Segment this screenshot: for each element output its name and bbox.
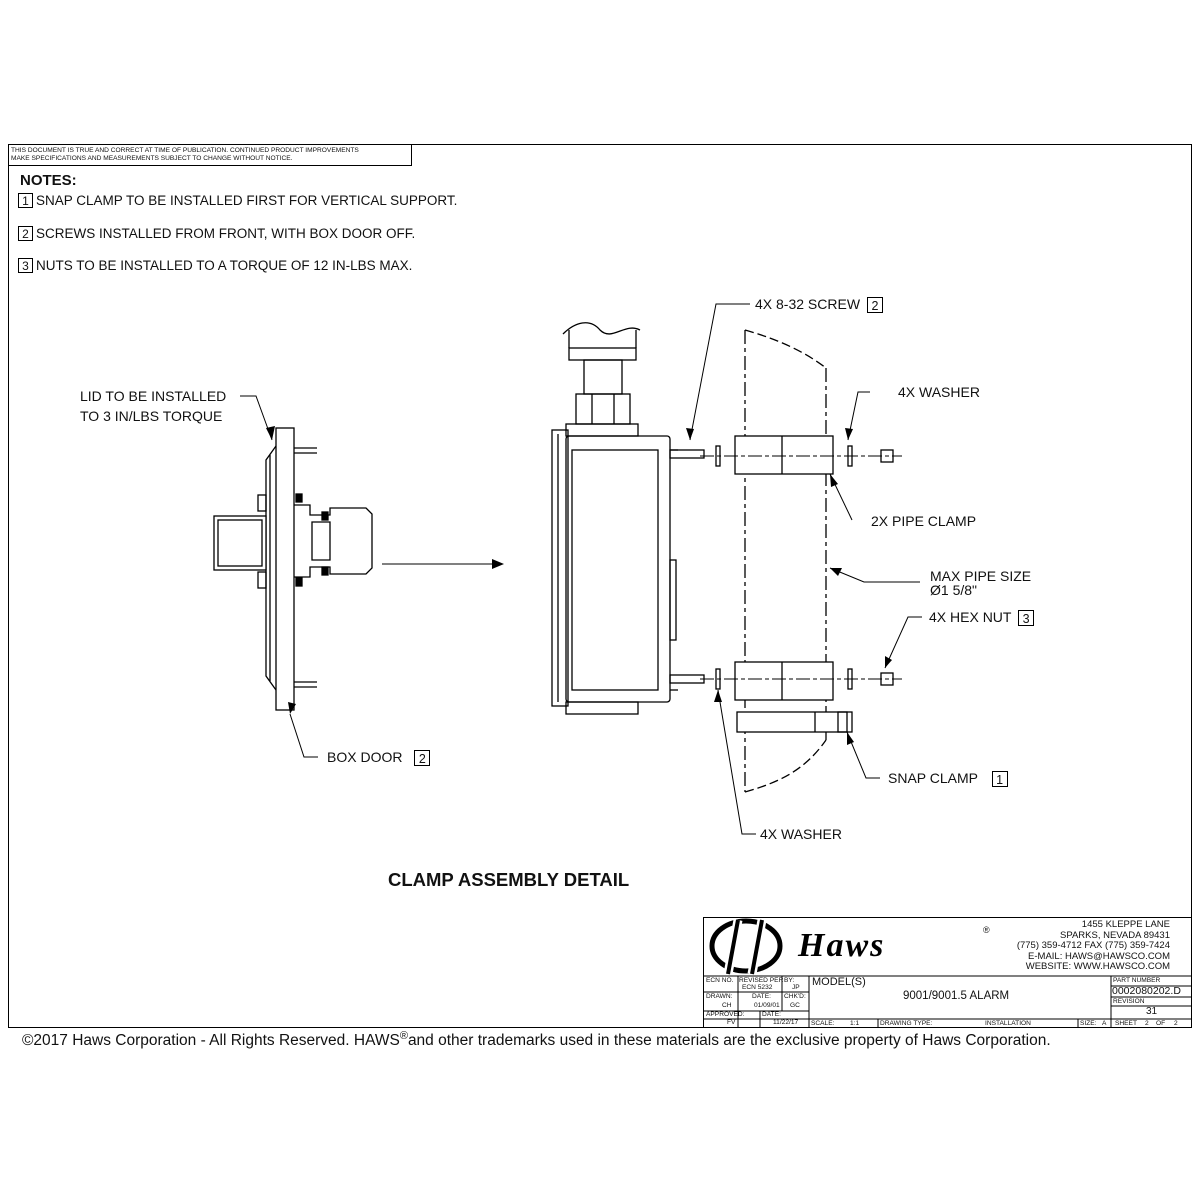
ecn-no-label: ECN NO. [706, 977, 734, 984]
sheet-label: SHEET [1115, 1020, 1137, 1027]
date-drawn-value: 01/09/01 [754, 1002, 780, 1009]
note-2: 2 SCREWS INSTALLED FROM FRONT, WITH BOX … [18, 226, 415, 241]
address-line: (775) 359-4712 FAX (775) 359-7424 [1016, 940, 1170, 952]
address-line: WEBSITE: WWW.HAWSCO.COM [1025, 961, 1170, 973]
drawing-sheet [8, 144, 1192, 1028]
box-door-ref: 2 [414, 750, 431, 767]
date2-label: DATE: [762, 1011, 781, 1018]
scale-value: 1:1 [850, 1020, 860, 1027]
approved-label: APPROVED: [706, 1011, 745, 1018]
hex-nut-label: 4X HEX NUT [929, 609, 1012, 625]
box-door-side-view [213, 427, 373, 711]
notes-title: NOTES: [20, 172, 77, 189]
note-number: 3 [18, 258, 33, 273]
snap-clamp-callout: SNAP CLAMP 1 [888, 770, 1008, 788]
size-value: A [1102, 1020, 1107, 1027]
date-label: DATE: [752, 993, 771, 1000]
models-label: MODEL(S) [812, 976, 866, 988]
address-line: 1455 KLEPPE LANE [1081, 919, 1170, 930]
date-approved-value: 11/22/17 [773, 1019, 799, 1026]
of-value: 2 [1174, 1020, 1178, 1027]
lid-callout-line2: TO 3 IN/LBS TORQUE [80, 408, 223, 424]
scale-label: SCALE: [811, 1020, 835, 1027]
drawing-type-label: DRAWING TYPE: [880, 1020, 933, 1027]
haws-logo-icon [709, 918, 783, 975]
lid-callout-line1: LID TO BE INSTALLED [80, 388, 227, 404]
pipe-and-clamps [700, 329, 902, 793]
of-label: OF [1156, 1020, 1166, 1027]
chkd-value: GC [790, 1002, 800, 1009]
note-1: 1 SNAP CLAMP TO BE INSTALLED FIRST FOR V… [18, 193, 457, 208]
pipe-clamp-callout: 2X PIPE CLAMP [871, 513, 977, 529]
copyright-part2: and other trademarks used in these mater… [407, 1032, 1051, 1050]
revised-per-label: REVISED PER [739, 977, 784, 984]
models-value: 9001/9001.5 ALARM [903, 990, 1010, 1002]
revision-label: REVISION [1113, 998, 1145, 1005]
approved-value: FV [727, 1019, 736, 1026]
address-line: E-MAIL: HAWS@HAWSCO.COM [1028, 950, 1170, 962]
disclaimer-box: THIS DOCUMENT IS TRUE AND CORRECT AT TIM… [8, 144, 412, 166]
screw-callout: 4X 8-32 SCREW 2 [755, 296, 883, 314]
arrowheads [266, 426, 892, 745]
screw-label: 4X 8-32 SCREW [755, 296, 861, 312]
alarm-box-side-view [551, 322, 705, 715]
part-number-label: PART NUMBER [1113, 977, 1161, 984]
revision-value: 31 [1146, 1006, 1158, 1017]
box-door-callout: BOX DOOR 2 [327, 749, 431, 767]
copyright-part1: ©2017 Haws Corporation - All Rights Rese… [22, 1032, 400, 1050]
washer-top-callout: 4X WASHER [898, 384, 980, 400]
registered-mark: ® [399, 1030, 408, 1042]
note-text: SCREWS INSTALLED FROM FRONT, WITH BOX DO… [36, 226, 416, 241]
leader-lines [240, 303, 922, 835]
box-door-label: BOX DOOR [327, 749, 403, 765]
revised-per-value: ECN 5232 [742, 984, 773, 991]
washer-bottom-callout: 4X WASHER [760, 826, 842, 842]
note-text: NUTS TO BE INSTALLED TO A TORQUE OF 12 I… [36, 258, 413, 273]
hex-nut-callout: 4X HEX NUT 3 [929, 609, 1035, 627]
company-address: 1455 KLEPPE LANE SPARKS, NEVADA 89431 (7… [970, 919, 1170, 973]
haws-registered-mark: ® [983, 925, 990, 935]
title-block [703, 917, 1192, 1028]
note-3: 3 NUTS TO BE INSTALLED TO A TORQUE OF 12… [18, 258, 412, 273]
chkd-label: CHK'D: [784, 993, 806, 1000]
drawn-value: CH [722, 1002, 732, 1009]
drawn-label: DRAWN: [706, 993, 733, 1000]
by-label: BY: [784, 977, 795, 984]
address-line: SPARKS, NEVADA 89431 [1059, 929, 1170, 941]
max-pipe-callout-line1: MAX PIPE SIZE [930, 568, 1032, 584]
hex-nut-ref: 3 [1018, 610, 1035, 627]
size-label: SIZE: [1080, 1020, 1097, 1027]
snap-clamp-label: SNAP CLAMP [888, 770, 978, 786]
drawing-heading: CLAMP ASSEMBLY DETAIL [388, 869, 630, 890]
part-number-value: 0002080202.D [1112, 985, 1181, 997]
note-text: SNAP CLAMP TO BE INSTALLED FIRST FOR VER… [36, 193, 458, 208]
max-pipe-callout-line2: Ø1 5/8" [930, 582, 977, 598]
haws-wordmark: Haws [797, 927, 885, 964]
sheet-value: 2 [1145, 1020, 1149, 1027]
screw-ref: 2 [866, 297, 883, 314]
note-number: 2 [18, 226, 33, 241]
drawing-type-value: INSTALLATION [985, 1020, 1031, 1027]
by-value: JP [792, 984, 800, 991]
note-number: 1 [18, 193, 33, 208]
copyright-notice: ©2017 Haws Corporation - All Rights Rese… [22, 1030, 1051, 1050]
snap-clamp-ref: 1 [991, 771, 1008, 788]
